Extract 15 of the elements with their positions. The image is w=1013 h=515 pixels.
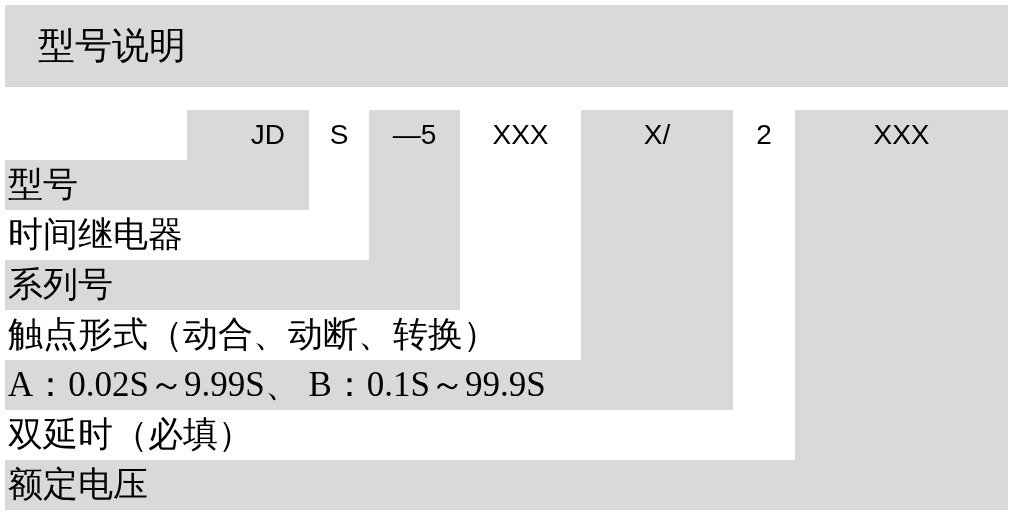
description-text: 系列号 (8, 264, 113, 306)
code-part: 2 (756, 118, 772, 152)
description-text: 触点形式（动合、动断、转换） (8, 314, 498, 356)
description-text: A：0.02S～9.99S、 B：0.1S～99.9S (8, 364, 546, 406)
description-text: 型号 (8, 164, 78, 206)
description-text: 额定电压 (8, 464, 148, 506)
code-part: X/ (643, 118, 671, 152)
code-part: —5 (392, 118, 437, 152)
code-part: XXX (873, 118, 930, 152)
code-part: S (329, 118, 349, 152)
description-text: 时间继电器 (8, 214, 183, 256)
description-text: 双延时（必填） (8, 414, 253, 456)
code-part: JD (250, 118, 285, 152)
code-part: XXX (492, 118, 549, 152)
title-banner: 型号说明 (5, 5, 1008, 87)
